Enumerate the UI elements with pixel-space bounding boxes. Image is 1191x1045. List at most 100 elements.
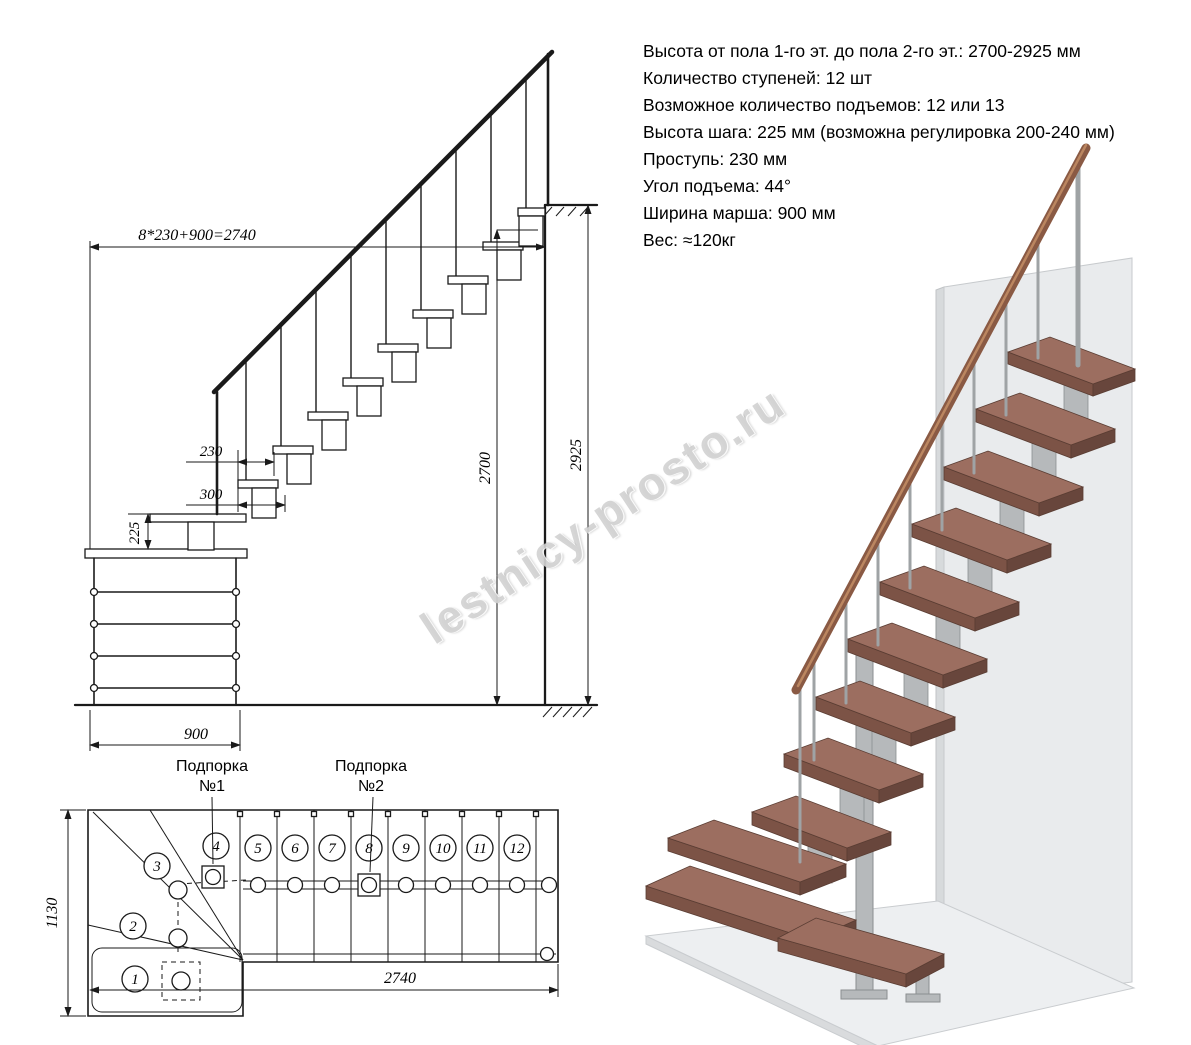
elevation-view: 8*230+900=2740 2925 2700 230 300 225 900 — [73, 49, 599, 751]
module-block — [391, 351, 417, 383]
platform-support-circle — [171, 971, 191, 991]
spec-line-angle: Угол подъема: 44° — [643, 176, 792, 196]
step-number: 5 — [254, 841, 262, 857]
module-joint — [360, 876, 378, 894]
render-3d — [644, 143, 1137, 1045]
dim-height-min: 2700 — [477, 452, 494, 484]
winder-platform — [84, 513, 248, 706]
support1-label-line2: №1 — [199, 778, 225, 795]
railing-3d — [791, 143, 1091, 864]
tread — [412, 309, 454, 319]
module-block — [356, 385, 382, 417]
winder-stringer-dashed — [168, 879, 247, 952]
dim-total-run: 8*230+900=2740 — [138, 227, 256, 244]
step-number: 6 — [291, 841, 299, 857]
spec-line-steps: Количество ступеней: 12 шт — [643, 68, 873, 88]
column-base-plate — [840, 989, 888, 1000]
stair-3d — [644, 336, 1137, 1003]
treads — [237, 207, 546, 489]
spec-line-width: Ширина марша: 900 мм — [643, 203, 836, 223]
step-number: 7 — [328, 841, 337, 857]
step-number: 4 — [212, 839, 220, 855]
spec-line-tread: Проступь: 230 мм — [643, 149, 788, 169]
railing — [211, 49, 555, 516]
module-joint — [471, 876, 489, 894]
module-joint — [323, 876, 341, 894]
module-block — [496, 249, 522, 281]
module-block — [286, 453, 312, 485]
module-joint — [249, 876, 267, 894]
tread — [342, 377, 384, 387]
tread — [517, 207, 546, 217]
module-block — [518, 215, 544, 247]
module-joint — [540, 876, 558, 894]
handrail-highlight — [796, 143, 1088, 688]
dim-step-rise: 225 — [127, 521, 143, 544]
plan-view: 1 2 3 4 5 6 7 8 9 10 11 12 Подпорка — [44, 758, 559, 1017]
module-block — [426, 317, 452, 349]
step-number-circle — [318, 834, 346, 862]
step-number-circle — [202, 832, 230, 860]
spec-line-rises: Возможное количество подъемов: 12 или 13 — [643, 95, 1005, 115]
step-number: 2 — [129, 919, 137, 935]
spec-line-height: Высота от пола 1-го эт. до пола 2-го эт.… — [643, 41, 1081, 61]
step-number-circle — [355, 834, 383, 862]
tread — [377, 343, 419, 353]
dim-module-pitch: 300 — [199, 487, 223, 503]
step-number-circle — [429, 834, 457, 862]
module-joint — [508, 876, 526, 894]
tread — [237, 479, 279, 489]
central-stringer — [201, 865, 558, 962]
step-numbers: 1 2 3 4 5 6 7 8 9 10 11 12 — [119, 832, 531, 993]
module-joint — [434, 876, 452, 894]
step-number: 12 — [510, 841, 526, 857]
spec-line-step-height: Высота шага: 225 мм (возможна регулировк… — [643, 122, 1115, 142]
plan-dimensions: 1130 2740 — [44, 809, 559, 1017]
step-dividers — [239, 810, 537, 962]
step-number-circle — [244, 834, 272, 862]
dim-plan-width: 1130 — [44, 898, 61, 929]
spec-line-weight: Вес: ≈120кг — [643, 230, 736, 250]
step-number: 3 — [152, 859, 161, 875]
step-number-circle — [143, 852, 171, 880]
dim-tread-depth: 230 — [200, 444, 223, 460]
step-number-circle — [503, 834, 531, 862]
module-joint — [397, 876, 415, 894]
dim-plan-length: 2740 — [384, 970, 416, 987]
module-block — [321, 419, 347, 451]
floor2-hatching — [543, 206, 589, 217]
dim-height-max: 2925 — [568, 439, 585, 471]
plan-balusters — [236, 810, 540, 818]
step-number-circle — [281, 834, 309, 862]
support2-label-line2: №2 — [358, 778, 384, 795]
tread — [447, 275, 489, 285]
specs-panel: Высота от пола 1-го эт. до пола 2-го эт.… — [643, 38, 1115, 254]
module-joint — [286, 876, 304, 894]
support-labels: Подпорка №1 Подпорка №2 — [176, 758, 407, 873]
module-joint — [204, 868, 222, 886]
tread — [272, 445, 314, 455]
plan-outline — [87, 809, 559, 1017]
step-number: 9 — [402, 841, 410, 857]
step-number: 10 — [436, 841, 452, 857]
column-base-plate — [905, 993, 941, 1003]
step-number: 8 — [365, 841, 373, 857]
handrail-line — [211, 49, 555, 395]
winder-platform-outline — [91, 947, 243, 1013]
winder-lines — [87, 809, 244, 961]
floor-edge — [645, 935, 878, 1045]
stringer-modules — [251, 215, 544, 519]
step-number-circle — [466, 834, 494, 862]
tread — [307, 411, 349, 421]
module-block — [461, 283, 487, 315]
dim-flight-width: 900 — [184, 726, 208, 743]
ground-hatching — [542, 706, 593, 718]
elevation-dimensions: 8*230+900=2740 2925 2700 230 300 225 900 — [89, 204, 592, 751]
support2-label-line1: Подпорка — [335, 758, 407, 775]
step-number-circle — [392, 834, 420, 862]
rail-end — [539, 946, 555, 962]
support1-label-line1: Подпорка — [176, 758, 248, 775]
tread — [482, 241, 524, 251]
step-number-circle — [119, 912, 147, 940]
